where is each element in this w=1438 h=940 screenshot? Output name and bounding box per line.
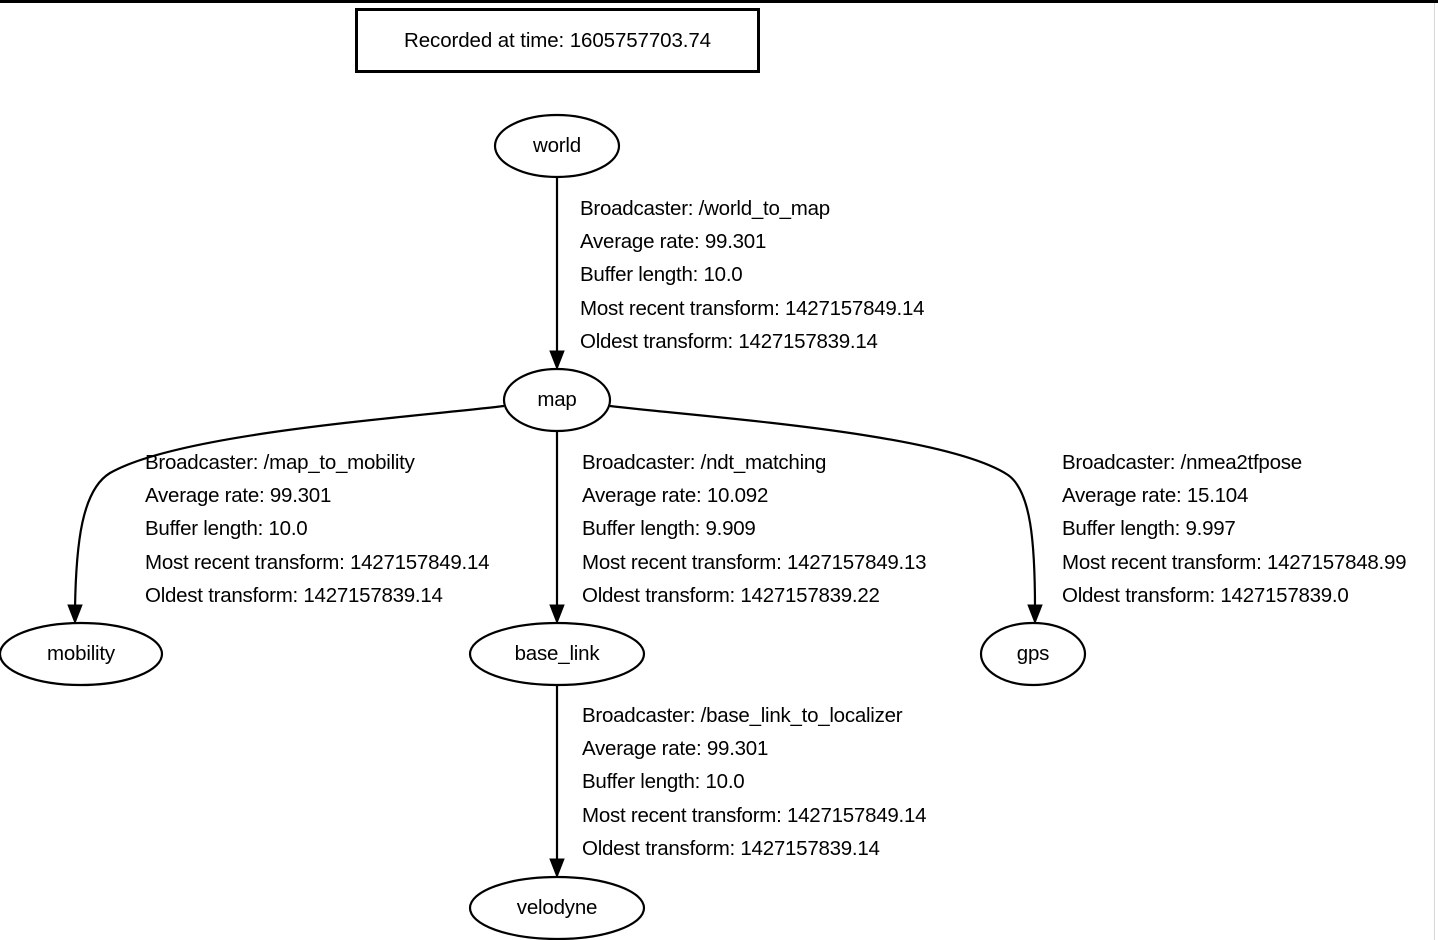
edge-info-average-rate: Average rate: 15.104 [1062, 484, 1249, 508]
edge-info-buffer-length: Buffer length: 9.997 [1062, 517, 1236, 541]
edge-info-most-recent-transform: Most recent transform: 1427157849.14 [145, 550, 490, 574]
edge-info-oldest-transform: Oldest transform: 1427157839.22 [582, 583, 880, 607]
edge-info-most-recent-transform: Most recent transform: 1427157849.14 [580, 296, 925, 320]
scroll-gutter-line [1434, 3, 1435, 940]
edge-info-oldest-transform: Oldest transform: 1427157839.14 [145, 583, 443, 607]
edges-layer [67, 178, 1043, 879]
edge-info-oldest-transform: Oldest transform: 1427157839.14 [582, 836, 880, 860]
edge-info-most-recent-transform: Most recent transform: 1427157848.99 [1062, 550, 1407, 574]
node-ellipse-base_link[interactable] [468, 621, 646, 687]
node-ellipse-gps[interactable] [979, 621, 1087, 687]
edge-info-buffer-length: Buffer length: 10.0 [582, 770, 745, 794]
edge-info-most-recent-transform: Most recent transform: 1427157849.13 [582, 550, 927, 574]
edge-info-oldest-transform: Oldest transform: 1427157839.14 [580, 329, 878, 353]
edge-map-mobility [73, 404, 505, 610]
arrowhead-world-map [549, 350, 565, 371]
recorded-at-time-label: Recorded at time: 1605757703.74 [404, 28, 711, 52]
edge-info-average-rate: Average rate: 99.301 [582, 737, 769, 761]
edge-info-oldest-transform: Oldest transform: 1427157839.0 [1062, 583, 1349, 607]
arrowhead-base_link-velodyne [549, 858, 565, 879]
edge-info-broadcaster: Broadcaster: /base_link_to_localizer [582, 704, 903, 727]
edge-info-broadcaster: Broadcaster: /ndt_matching [582, 451, 827, 474]
node-ellipse-velodyne[interactable] [468, 875, 646, 940]
edge-info-broadcaster: Broadcaster: /nmea2tfpose [1062, 451, 1302, 474]
edge-map-gps [609, 404, 1037, 610]
recorded-at-time-box: Recorded at time: 1605757703.74 [355, 8, 760, 73]
edge-info-buffer-length: Buffer length: 10.0 [145, 517, 308, 541]
node-ellipse-world[interactable] [493, 113, 621, 179]
node-ellipse-map[interactable] [502, 367, 612, 433]
edge-info-average-rate: Average rate: 10.092 [582, 484, 769, 508]
edge-info-average-rate: Average rate: 99.301 [580, 230, 767, 254]
nodes-layer [0, 113, 1087, 940]
edge-info-broadcaster: Broadcaster: /world_to_map [580, 197, 830, 220]
arrowhead-map-mobility [67, 604, 83, 625]
tf-graph-canvas [0, 113, 1087, 940]
edge-info-average-rate: Average rate: 99.301 [145, 484, 332, 508]
edge-info-buffer-length: Buffer length: 9.909 [582, 517, 756, 541]
arrowhead-map-base_link [549, 604, 565, 625]
edge-info-most-recent-transform: Most recent transform: 1427157849.14 [582, 803, 927, 827]
arrowhead-map-gps [1027, 604, 1043, 625]
edge-info-buffer-length: Buffer length: 10.0 [580, 263, 743, 287]
node-ellipse-mobility[interactable] [0, 621, 164, 687]
edge-info-broadcaster: Broadcaster: /map_to_mobility [145, 451, 415, 474]
